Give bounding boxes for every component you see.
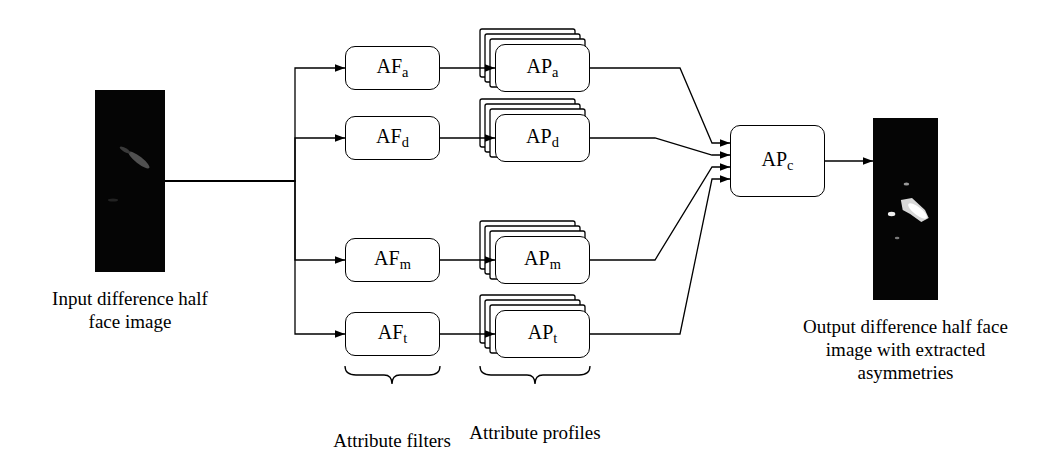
arrowhead xyxy=(485,256,495,264)
profile-box: APa xyxy=(495,44,590,92)
output-image: Output difference half face image with e… xyxy=(873,118,938,300)
asymmetry-speck xyxy=(888,212,895,216)
connector-arrow xyxy=(590,175,730,334)
connector-arrow xyxy=(590,68,730,147)
connector-arrow xyxy=(165,134,345,181)
image-caption: Output difference half face image with e… xyxy=(790,316,1022,384)
arrowhead xyxy=(720,163,730,171)
caption-holder: Input difference half face image xyxy=(45,288,215,334)
connectors xyxy=(165,64,873,338)
connector-line xyxy=(590,167,730,260)
asymmetry-blob xyxy=(906,201,929,221)
connector-line xyxy=(165,138,345,181)
connector-arrow xyxy=(440,330,495,338)
curly-brace xyxy=(345,366,440,384)
faint-speck xyxy=(108,199,118,202)
connector-arrow xyxy=(440,64,495,72)
faint-streak xyxy=(127,149,152,171)
input-image: Input difference half face image xyxy=(95,90,165,272)
arrowhead xyxy=(335,256,345,264)
connector-arrow xyxy=(590,138,730,159)
connector-line xyxy=(590,68,730,143)
connector-line xyxy=(165,181,345,334)
connector-line xyxy=(590,179,730,334)
curly-brace xyxy=(480,366,590,384)
image-ground xyxy=(873,118,938,300)
asymmetry-speck xyxy=(895,237,900,240)
caption-holder: Output difference half face image with e… xyxy=(790,316,1022,384)
connector-line xyxy=(590,138,730,155)
connector-line xyxy=(165,181,345,260)
output-face-image xyxy=(873,118,938,300)
box-label: APa xyxy=(527,55,559,81)
profile-box: APt xyxy=(495,310,590,358)
arrowhead xyxy=(485,64,495,72)
connector-arrow xyxy=(165,181,345,264)
filter-box: AFa xyxy=(345,46,440,90)
arrowhead xyxy=(720,139,730,147)
arrowhead xyxy=(335,64,345,72)
filter-box: AFt xyxy=(345,312,440,356)
asymmetry-speck xyxy=(904,183,910,186)
connector-arrow xyxy=(825,157,873,165)
arrowhead xyxy=(720,151,730,159)
profile-box: APd xyxy=(495,114,590,162)
connector-arrow xyxy=(440,256,495,264)
input-face-image xyxy=(95,90,165,272)
box-label: APt xyxy=(528,321,558,347)
arrowhead xyxy=(335,330,345,338)
connector-arrow xyxy=(165,181,345,338)
connector-arrow xyxy=(165,64,345,181)
arrowhead xyxy=(335,134,345,142)
box-label: AFt xyxy=(378,321,408,347)
profile-box: APm xyxy=(495,236,590,284)
box-label: AFm xyxy=(374,247,411,273)
group-label: Attribute profiles xyxy=(469,422,600,445)
arrowhead xyxy=(863,157,873,165)
group-label: Attribute filters xyxy=(333,430,451,453)
connector-arrow xyxy=(590,163,730,260)
image-ground xyxy=(95,90,165,272)
asymmetry-blob xyxy=(901,198,929,222)
box-label: APm xyxy=(524,247,561,273)
box-label: AFd xyxy=(376,125,409,151)
faint-streak xyxy=(119,145,131,154)
connector-line xyxy=(165,68,345,181)
arrowhead xyxy=(720,175,730,183)
box-label: APd xyxy=(526,125,559,151)
arrowhead xyxy=(485,134,495,142)
box-label: APc xyxy=(762,148,794,174)
box-label: AFa xyxy=(377,55,409,81)
connector-arrow xyxy=(440,134,495,142)
filter-box: AFd xyxy=(345,116,440,160)
arrowhead xyxy=(485,330,495,338)
image-caption: Input difference half face image xyxy=(45,288,215,334)
process-box: APc xyxy=(730,125,825,197)
filter-box: AFm xyxy=(345,238,440,282)
